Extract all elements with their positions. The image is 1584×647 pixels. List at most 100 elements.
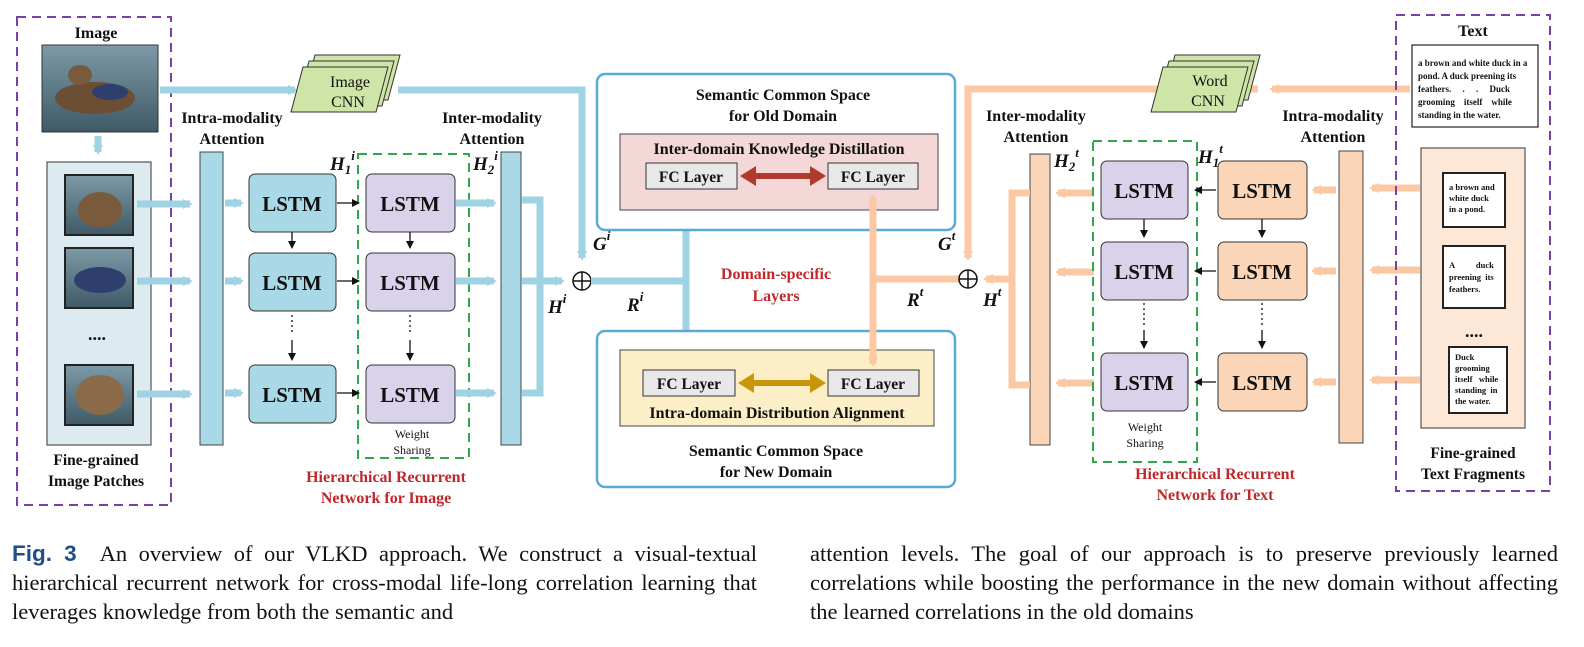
text-lstm-col2-row2: LSTM <box>1217 241 1308 301</box>
image-patches-label-line1: Fine-grained <box>53 452 139 469</box>
svg-text:grooming: grooming <box>1455 363 1491 373</box>
caption-column-1: Fig. 3 An overview of our VLKD approach.… <box>12 539 757 626</box>
image-weight-sharing-box <box>357 153 470 459</box>
caption-text-2: attention levels. The goal of our approa… <box>810 541 1558 624</box>
text-lstm-col2-row3: LSTM <box>1217 352 1308 412</box>
text-lstm-col1-row2: LSTM <box>1100 241 1189 301</box>
image-h1-label: H1i <box>329 148 355 177</box>
svg-text:Duck: Duck <box>1455 352 1475 362</box>
svg-text:FC Layer: FC Layer <box>841 376 905 393</box>
full-text-content: a brown and white duck in a pond. A duck… <box>1418 58 1528 120</box>
image-panel-title: Image <box>75 25 118 42</box>
cnn-to-gi-arrow <box>398 86 587 261</box>
domain-specific-label-line1: Domain-specific <box>721 266 831 283</box>
svg-text:FC Layer: FC Layer <box>659 169 723 186</box>
caption-text-1: An overview of our VLKD approach. We con… <box>12 541 757 624</box>
svg-text:LSTM: LSTM <box>262 271 322 295</box>
svg-text:FC Layer: FC Layer <box>841 169 905 186</box>
image-weight-sharing-line2: Sharing <box>393 443 430 457</box>
svg-text:LSTM: LSTM <box>380 192 440 216</box>
svg-text:LSTM: LSTM <box>380 271 440 295</box>
text-inter-attention-bar <box>1029 153 1051 446</box>
text-fragment-2: A duck preening its feathers. <box>1442 245 1506 309</box>
text-g-label: Gt <box>938 228 956 255</box>
text-lstm-col1-row1: LSTM <box>1100 160 1189 220</box>
svg-text:the water.: the water. <box>1455 396 1491 406</box>
new-fc-layer-left: FC Layer <box>642 369 736 397</box>
new-fc-layer-right: FC Layer <box>827 369 920 397</box>
distillation-double-arrow <box>740 166 826 186</box>
full-text-box <box>1411 44 1539 128</box>
svg-text:LSTM: LSTM <box>1232 371 1292 395</box>
text-fragments-label-line2: Text Fragments <box>1421 466 1525 483</box>
image-lstm-col1-row1: LSTM <box>248 173 337 233</box>
text-fragments-ellipsis: .... <box>1465 321 1483 341</box>
old-fc-layer-right: FC Layer <box>827 162 919 190</box>
text-fragments-label-line1: Fine-grained <box>1430 445 1516 462</box>
alignment-double-arrow <box>738 373 826 393</box>
svg-text:a brown and: a brown and <box>1449 182 1495 192</box>
text-panel-border <box>1395 14 1551 492</box>
svg-text:LSTM: LSTM <box>1114 260 1174 284</box>
text-intra-attention-label-line1: Intra-modality <box>1282 108 1383 125</box>
image-r-label: Ri <box>626 289 644 316</box>
text-panel-title: Text <box>1458 23 1488 40</box>
image-cnn-label-line1: Image <box>330 74 370 91</box>
image-lstm-col1-row2: LSTM <box>248 252 337 312</box>
text-h2-label: H2t <box>1053 145 1079 174</box>
vlkd-overview-diagram: Image .... Fine-grained Image Patches Im… <box>16 14 1551 507</box>
text-weight-sharing-box <box>1092 140 1198 463</box>
domain-specific-label-line2: Layers <box>752 288 799 305</box>
svg-text:LSTM: LSTM <box>1232 260 1292 284</box>
duck-image <box>41 44 159 133</box>
text-h1-label: H1t <box>1197 141 1223 170</box>
new-domain-title-line1: Semantic Common Space <box>689 443 863 460</box>
svg-text:in a pond.: in a pond. <box>1449 204 1485 214</box>
old-domain-title-line1: Semantic Common Space <box>696 87 870 104</box>
image-patches-label-line2: Image Patches <box>48 473 144 490</box>
image-lstm-col2-row2: LSTM <box>365 252 456 312</box>
hrn-image-label-line1: Hierarchical Recurrent <box>306 469 466 486</box>
svg-text:A duck: A duck <box>1449 260 1494 270</box>
hrn-image-label-line2: Network for Image <box>321 490 451 507</box>
image-patches-ellipsis: .... <box>88 324 106 344</box>
svg-text:feathers.: feathers. <box>1449 284 1480 294</box>
image-lstm-col2-row1: LSTM <box>365 173 456 233</box>
svg-text:FC Layer: FC Layer <box>657 376 721 393</box>
svg-text:itself while: itself while <box>1455 374 1498 384</box>
svg-text:standing in: standing in <box>1455 385 1498 395</box>
image-patch-3 <box>64 364 134 426</box>
text-fragment-1: a brown and white duck in a pond. <box>1442 172 1506 228</box>
svg-text:LSTM: LSTM <box>380 383 440 407</box>
image-attention-output-path <box>522 196 544 397</box>
text-weight-sharing-line2: Sharing <box>1126 436 1163 450</box>
image-h-label: Hi <box>547 291 567 318</box>
image-lstm-col1-row3: LSTM <box>248 364 337 424</box>
text-lstm-col1-row3: LSTM <box>1100 352 1189 412</box>
svg-text:a brown and white duck in a: a brown and white duck in a <box>1418 58 1528 68</box>
svg-text:white duck: white duck <box>1449 193 1489 203</box>
old-fc-layer-left: FC Layer <box>645 162 738 190</box>
image-patch-2 <box>64 247 134 309</box>
image-g-label: Gi <box>593 228 611 255</box>
text-h-label: Ht <box>982 284 1002 311</box>
image-intra-attention-label-line2: Attention <box>200 131 265 148</box>
text-r-label: Rt <box>906 284 924 311</box>
image-inter-attention-bar <box>500 151 522 446</box>
svg-text:LSTM: LSTM <box>1232 179 1292 203</box>
image-inter-attention-label-line2: Attention <box>460 131 525 148</box>
image-lstm-col2-row3: LSTM <box>365 364 456 424</box>
word-cnn-block <box>1150 54 1261 113</box>
alignment-label: Intra-domain Distribution Alignment <box>649 405 905 422</box>
old-domain-title-line2: for Old Domain <box>729 108 837 125</box>
image-intra-attention-bar <box>199 151 224 446</box>
svg-text:LSTM: LSTM <box>1114 371 1174 395</box>
svg-text:grooming itself while: grooming itself while <box>1418 97 1512 107</box>
image-intra-attention-label-line1: Intra-modality <box>181 110 282 127</box>
image-weight-sharing-line1: Weight <box>395 427 430 441</box>
svg-text:LSTM: LSTM <box>262 383 322 407</box>
text-intra-attention-bar <box>1338 150 1364 444</box>
figure-label: Fig. 3 <box>12 541 77 566</box>
image-inter-attention-label-line1: Inter-modality <box>442 110 542 127</box>
text-fragment-3: Duck grooming itself while standing in t… <box>1448 346 1508 414</box>
